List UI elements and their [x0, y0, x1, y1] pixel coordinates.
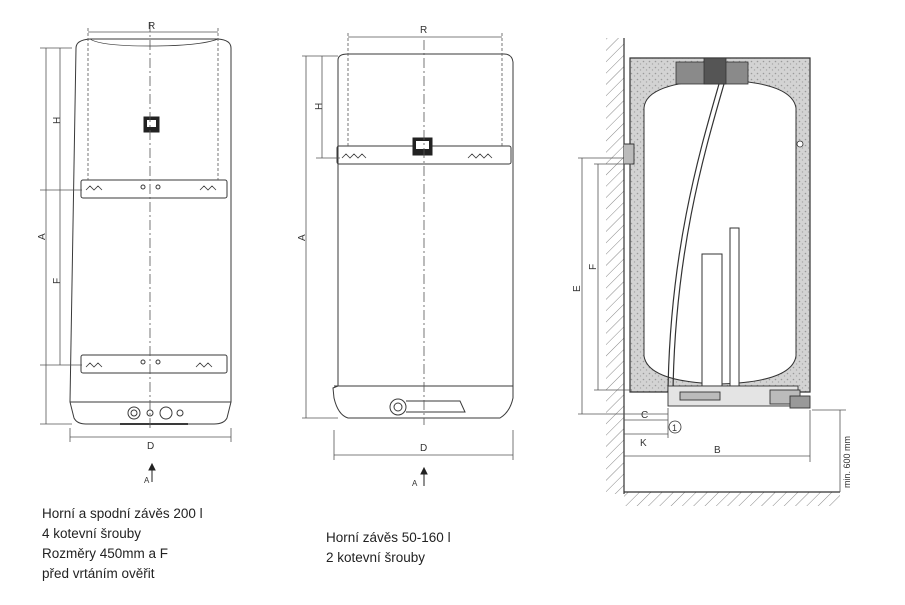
left-arrow-label: A — [144, 476, 150, 485]
middle-dim-a: A — [297, 234, 308, 241]
section-dim-k: K — [640, 438, 647, 449]
left-dim-d: D — [147, 441, 154, 452]
middle-heater-body — [332, 53, 514, 419]
section-dim-c: C — [641, 410, 648, 421]
section-pipes — [667, 83, 740, 393]
caption-middle-line-1: Horní závěs 50-160 l — [326, 530, 451, 545]
left-lower-bracket — [80, 354, 228, 374]
section-dim-min: min. 600 mm — [842, 436, 852, 488]
caption-left-line-1: Horní a spodní závěs 200 l — [42, 506, 203, 521]
caption-middle: Horní závěs 50-160 l 2 kotevní šrouby — [326, 528, 451, 568]
left-dim-r: R — [148, 21, 155, 32]
middle-heater-view — [332, 53, 514, 419]
floor-hatch — [624, 492, 840, 506]
left-heater-body — [69, 38, 232, 425]
left-dim-f: F — [52, 278, 63, 284]
section-dim-b: B — [714, 445, 721, 456]
left-view-arrow — [148, 462, 156, 482]
left-dimensions — [40, 22, 232, 442]
caption-left-line-2: 4 kotevní šrouby — [42, 526, 142, 541]
caption-middle-line-2: 2 kotevní šrouby — [326, 550, 426, 565]
section-dim-e: E — [572, 285, 583, 292]
left-upper-bracket — [80, 179, 228, 199]
caption-left: Horní a spodní závěs 200 l 4 kotevní šro… — [42, 504, 203, 584]
section-dimensions — [578, 157, 846, 492]
wall-hatch — [606, 38, 624, 494]
section-wall-hook — [624, 143, 635, 165]
caption-left-line-4: před vrtáním ověřit — [42, 566, 155, 581]
middle-dim-d: D — [420, 443, 427, 454]
middle-arrow-label: A — [412, 479, 418, 488]
middle-view-arrow — [420, 466, 428, 486]
left-heater-view — [69, 38, 232, 425]
section-callout: 1 — [672, 423, 677, 433]
section-callout-circle — [668, 420, 682, 434]
section-dim-f: F — [588, 264, 599, 270]
middle-dim-h: H — [314, 103, 325, 110]
middle-dimensions — [302, 33, 514, 460]
section-bottom-assembly — [667, 385, 811, 409]
middle-dim-r: R — [420, 25, 427, 36]
left-dim-a: A — [37, 233, 48, 240]
caption-left-line-3: Rozměry 450mm a F — [42, 546, 169, 561]
left-dim-h: H — [52, 117, 63, 124]
